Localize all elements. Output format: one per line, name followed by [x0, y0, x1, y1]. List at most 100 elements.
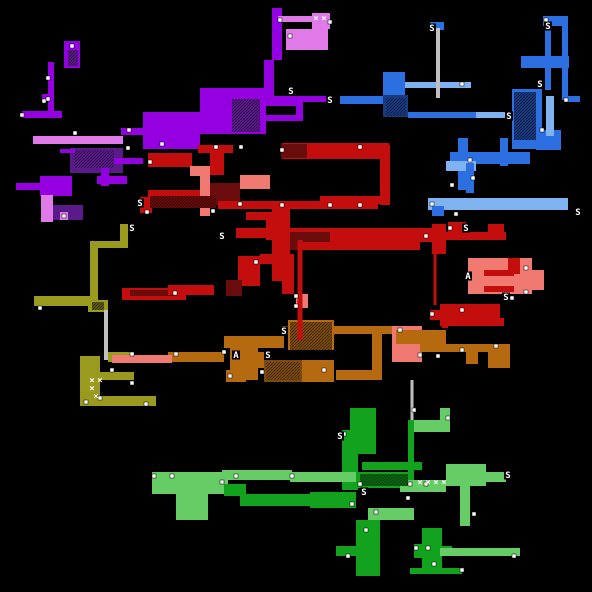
map-room: [300, 360, 334, 382]
map-door: [289, 473, 295, 479]
map-warp-icon: ×: [433, 478, 438, 488]
map-room: [226, 370, 246, 382]
map-door: [126, 127, 132, 133]
map-room: [543, 16, 568, 26]
map-room: [143, 112, 200, 149]
map-room: [296, 100, 303, 121]
map-room: [488, 344, 510, 368]
map-marker-bg: [536, 79, 544, 89]
map-marker-bg: [232, 350, 240, 360]
map-room: [522, 270, 544, 290]
map-room: [222, 470, 292, 480]
map-room: [484, 270, 514, 276]
map-room: [236, 228, 282, 238]
map-door: [523, 265, 529, 271]
map-warp-icon: ×: [425, 478, 430, 488]
map-room: [446, 232, 506, 240]
map-marker: S: [545, 22, 550, 32]
map-room: [121, 128, 151, 135]
map-room: [362, 462, 422, 470]
map-door: [97, 395, 103, 401]
map-room: [112, 355, 172, 363]
map-marker-bg: [462, 223, 470, 233]
map-room: [190, 166, 210, 176]
map-room: [246, 212, 276, 220]
map-doors: [19, 17, 569, 573]
map-door: [19, 112, 25, 118]
map-door: [327, 202, 333, 208]
map-marker: S: [537, 80, 542, 90]
map-marker: S: [503, 293, 508, 303]
map-door: [449, 182, 455, 188]
map-door: [363, 527, 369, 533]
map-door: [144, 209, 150, 215]
map-marker-bg: [505, 111, 513, 121]
map-door: [279, 202, 285, 208]
map-door: [429, 311, 435, 317]
map-marker: S: [281, 327, 286, 337]
map-warp-icon: ×: [89, 376, 94, 386]
map-door: [213, 144, 219, 150]
map-door: [423, 233, 429, 239]
map-marker: A: [465, 272, 471, 282]
map-room: [486, 472, 506, 482]
map-door: [511, 553, 517, 559]
map-room-hatched: [266, 362, 300, 380]
map-marker-bg: [464, 271, 472, 281]
map-room: [16, 183, 46, 190]
map-marker-bg: [287, 86, 295, 96]
map-marker-bg: [218, 231, 226, 241]
map-room: [22, 111, 62, 118]
map-room: [432, 224, 446, 254]
map-room-hatched: [514, 92, 536, 140]
map-room: [566, 96, 580, 102]
map-marker: S: [463, 224, 468, 234]
map-room: [100, 372, 134, 380]
map-room: [286, 29, 328, 50]
map-door: [83, 399, 89, 405]
map-door: [210, 208, 216, 214]
map-room: [97, 176, 127, 184]
map-door: [125, 145, 131, 151]
map-room: [460, 486, 470, 526]
map-door: [453, 211, 459, 217]
map-room: [264, 60, 274, 102]
map-room: [224, 484, 246, 496]
map-room: [168, 285, 214, 295]
map-door: [417, 352, 423, 358]
map-room: [360, 560, 370, 576]
map-room: [262, 100, 302, 106]
map-door: [411, 407, 417, 413]
map-marker-bg: [574, 207, 582, 217]
map-door: [277, 17, 283, 23]
map-door: [143, 401, 149, 407]
map-corridors: [60, 118, 437, 420]
map-door: [321, 367, 327, 373]
map-door: [69, 43, 75, 49]
map-room: [372, 326, 382, 378]
map-room: [113, 158, 143, 164]
map-door: [435, 353, 441, 359]
map-door: [413, 545, 419, 551]
map-room: [48, 62, 54, 118]
map-room: [104, 310, 108, 360]
map-marker-bg: [280, 326, 288, 336]
map-marker: S: [506, 112, 511, 122]
map-room-hatched: [290, 322, 332, 350]
map-door: [327, 19, 333, 25]
map-room: [270, 96, 332, 102]
map-marker: S: [327, 96, 332, 106]
map-room: [442, 316, 448, 328]
map-warp-icon: ×: [417, 478, 422, 488]
map-door: [563, 97, 569, 103]
map-door: [233, 473, 239, 479]
map-door: [459, 307, 465, 313]
map-marker: S: [129, 224, 134, 234]
map-room: [408, 420, 414, 480]
map-door: [219, 479, 225, 485]
map-marker-bg: [264, 350, 272, 360]
map-door: [238, 144, 244, 150]
map-room: [86, 396, 156, 406]
map-room: [440, 408, 450, 432]
